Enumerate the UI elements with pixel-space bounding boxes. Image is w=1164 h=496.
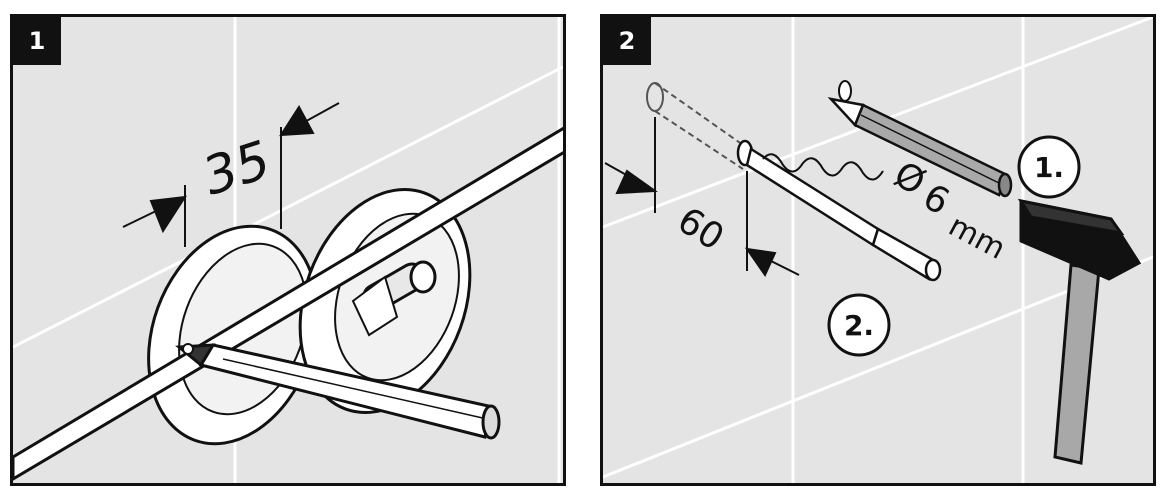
step-one-label: 1. [1034, 151, 1064, 184]
dimension-35-label: 35 [196, 130, 277, 208]
diameter-unit: mm [943, 208, 1011, 266]
depth-dimension-marker [604, 117, 800, 278]
step-one-callout: 2. [603, 17, 1081, 199]
depth-label: 60 [670, 200, 731, 259]
mark-point [182, 343, 194, 355]
step-two-label: 2. [844, 309, 874, 342]
marking-pencil [827, 97, 1013, 198]
wall-plug-outline [646, 82, 744, 170]
step-two-callout [827, 293, 891, 357]
hammer [1017, 198, 1142, 465]
dimension-35-marker [122, 102, 340, 247]
step-1-panel: 1 [10, 14, 566, 486]
rail-bar [13, 126, 563, 481]
step-1-illustration: 35 [13, 17, 563, 483]
tile-grout-lines [603, 17, 1153, 483]
step-1-number-badge: 1 [13, 17, 61, 65]
step-2-illustration: 60 Ø 6 mm 2. 1. 2. [603, 17, 1153, 483]
step-2-panel: 2 [600, 14, 1156, 486]
drill-mark [838, 80, 852, 102]
drill-bit [736, 139, 942, 282]
step-2-number-badge: 2 [603, 17, 651, 65]
